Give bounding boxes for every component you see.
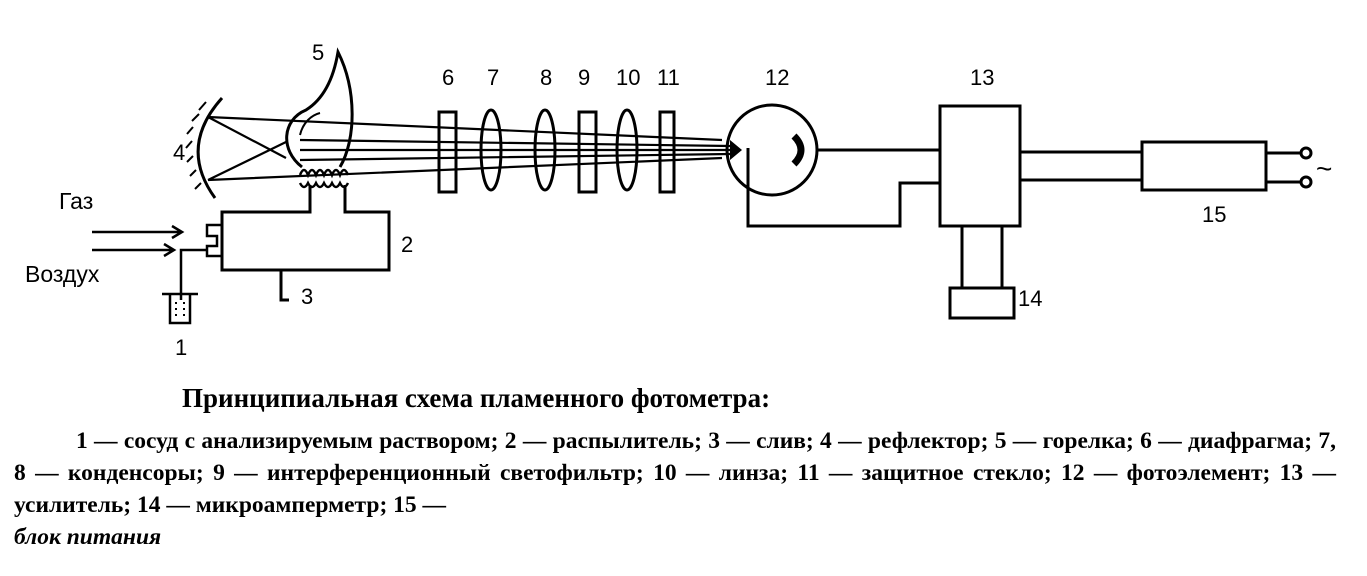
ray-arrowhead <box>730 140 742 160</box>
amplifier <box>938 104 1022 228</box>
power-leads <box>1266 151 1300 184</box>
burner-coil-bottom <box>298 180 350 189</box>
light-rays <box>207 115 731 182</box>
air-arrow <box>92 242 177 258</box>
nebulizer <box>220 185 391 272</box>
protective-glass <box>658 110 676 194</box>
label-1: 1 <box>175 335 187 360</box>
photocell-wire <box>746 148 940 228</box>
power-supply <box>1140 140 1268 192</box>
label-5: 5 <box>312 40 324 65</box>
sample-vessel <box>168 294 192 325</box>
label-air: Воздух <box>25 261 100 287</box>
uptake-tube <box>179 248 207 300</box>
label-12: 12 <box>765 65 789 90</box>
condenser-7 <box>479 108 503 192</box>
interference-filter <box>577 110 598 194</box>
label-gas: Газ <box>59 188 93 214</box>
label-2: 2 <box>401 232 413 257</box>
caption-legend-end: блок питания <box>14 524 162 550</box>
ammeter-connector <box>960 226 1004 290</box>
caption-body: 1 — сосуд с анализируемым раствором; 2 —… <box>14 425 1336 553</box>
microammeter <box>948 286 1016 320</box>
terminal-bottom <box>1299 175 1313 189</box>
nebulizer-nozzle <box>205 223 222 258</box>
caption-legend: 1 — сосуд с анализируемым раствором; 2 —… <box>14 428 1336 518</box>
label-14: 14 <box>1018 286 1042 311</box>
label-4: 4 <box>173 140 185 165</box>
power-cable <box>1020 150 1142 182</box>
terminal-top <box>1299 146 1313 160</box>
condenser-8 <box>533 108 557 192</box>
label-9: 9 <box>578 65 590 90</box>
vessel-liquid <box>175 302 185 318</box>
label-6: 6 <box>442 65 454 90</box>
label-10: 10 <box>616 65 640 90</box>
label-7: 7 <box>487 65 499 90</box>
label-15: 15 <box>1202 202 1226 227</box>
reflector <box>196 96 224 199</box>
label-11: 11 <box>657 65 680 90</box>
drain <box>279 270 289 302</box>
reflector-hatch <box>185 101 207 190</box>
label-13: 13 <box>970 65 994 90</box>
burner-inner <box>299 112 321 136</box>
diaphragm <box>437 110 458 194</box>
lens <box>615 108 639 192</box>
gas-arrow <box>92 224 185 240</box>
label-3: 3 <box>301 284 313 309</box>
caption-title: Принципиальная схема пламенного фотометр… <box>182 383 771 413</box>
burner <box>285 47 354 169</box>
label-8: 8 <box>540 65 552 90</box>
photocell-cathode <box>791 133 805 167</box>
label-ac: ~ <box>1316 153 1332 184</box>
